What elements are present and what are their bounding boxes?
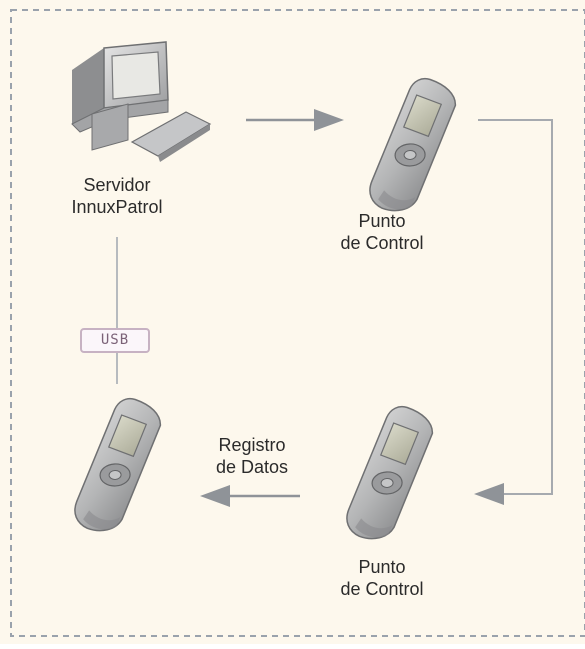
data-log-label-line1: Registro xyxy=(218,435,286,455)
checkpoint-label-bottom: Punto de Control xyxy=(314,556,450,600)
dashed-frame xyxy=(10,9,585,637)
usb-badge: USB xyxy=(80,328,150,353)
connector-server-to-checkpoint xyxy=(246,109,344,131)
checkpoint-label-top-line2: de Control xyxy=(340,233,424,253)
checkpoint-label-bottom-line1: Punto xyxy=(358,557,406,577)
connector-checkpoint-to-checkpoint xyxy=(474,119,553,505)
checkpoint-label-top: Punto de Control xyxy=(314,210,450,254)
data-log-label-line2: de Datos xyxy=(215,457,289,477)
server-label-line1: Servidor xyxy=(83,175,151,195)
computer-icon xyxy=(71,41,212,162)
connector-checkpoint-to-device xyxy=(200,485,300,507)
checkpoint-label-bottom-line2: de Control xyxy=(340,579,424,599)
server-label: Servidor InnuxPatrol xyxy=(42,174,192,218)
checkpoint-label-top-line1: Punto xyxy=(358,211,406,231)
data-log-label: Registro de Datos xyxy=(192,434,312,478)
server-label-line2: InnuxPatrol xyxy=(71,197,163,217)
